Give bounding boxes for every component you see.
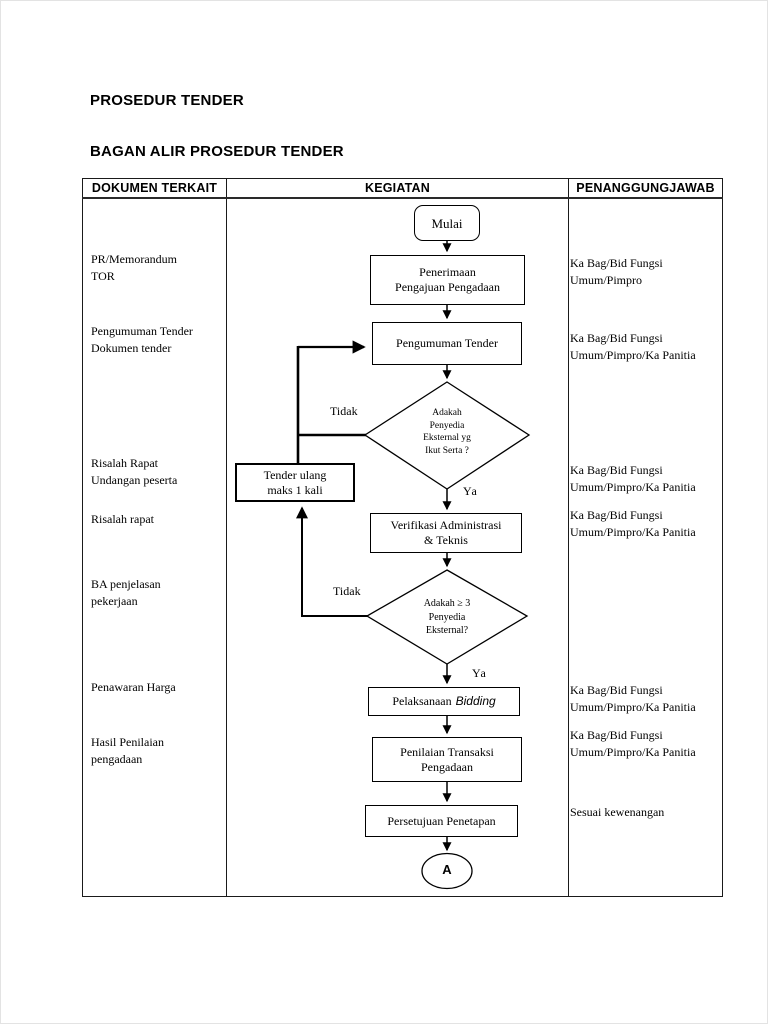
bidding-italic-text: Bidding [455, 694, 496, 708]
document-item: Pengumuman Tender Dokumen tender [91, 324, 193, 355]
flowchart-subtitle: BAGAN ALIR PROSEDUR TENDER [90, 143, 344, 160]
decision1-label: Adakah Penyedia Eksternal yg Ikut Serta … [423, 408, 471, 456]
page-title: PROSEDUR TENDER [90, 92, 244, 109]
table-border [82, 178, 723, 897]
flow-step-verifikasi: Verifikasi Administrasi & Teknis [370, 513, 522, 553]
flow-step-persetujuan-penetapan: Persetujuan Penetapan [365, 805, 518, 837]
table-divider-left [226, 178, 228, 897]
column-header-kegiatan: KEGIATAN [364, 181, 431, 195]
flow-step-tender-ulang: Tender ulang maks 1 kali [235, 463, 355, 502]
decision2-yes-label: Ya [472, 666, 487, 680]
table-header-underline [82, 197, 723, 200]
responsible-item: Ka Bag/Bid Fungsi Umum/Pimpro/Ka Panitia [570, 683, 696, 714]
pelaksanaan-text: Pelaksanaan [392, 694, 452, 708]
flow-start-node: Mulai [414, 205, 480, 241]
responsible-item: Ka Bag/Bid Fungsi Umum/Pimpro/Ka Panitia [570, 463, 696, 494]
responsible-item: Ka Bag/Bid Fungsi Umum/Pimpro/Ka Panitia [570, 331, 696, 362]
document-item: Hasil Penilaian pengadaan [91, 735, 164, 766]
flow-step-penilaian-transaksi: Penilaian Transaksi Pengadaan [372, 737, 522, 782]
document-item: BA penjelasan pekerjaan [91, 577, 161, 608]
document-item: Risalah Rapat Undangan peserta [91, 456, 178, 487]
document-item: PR/Memorandum TOR [91, 252, 177, 283]
responsible-item: Sesuai kewenangan [570, 805, 665, 819]
decision2-no-label: Tidak [333, 584, 361, 598]
connector-a-label: A [442, 862, 452, 877]
document-item: Risalah rapat [91, 512, 154, 526]
decision1-no-label: Tidak [330, 404, 358, 418]
column-header-penanggungjawab: PENANGGUNGJAWAB [576, 181, 715, 195]
table-divider-right [568, 178, 570, 897]
responsible-item: Ka Bag/Bid Fungsi Umum/Pimpro/Ka Panitia [570, 508, 696, 539]
decision2-label: Adakah ≥ 3 Penyedia Eksternal? [423, 598, 471, 636]
flow-step-pengumuman-tender: Pengumuman Tender [372, 322, 522, 365]
flow-step-penerimaan-pengajuan: Penerimaan Pengajuan Pengadaan [370, 255, 525, 305]
decision1-yes-label: Ya [463, 484, 478, 498]
responsible-item: Ka Bag/Bid Fungsi Umum/Pimpro [570, 256, 663, 287]
responsible-item: Ka Bag/Bid Fungsi Umum/Pimpro/Ka Panitia [570, 728, 696, 759]
document-item: Penawaran Harga [91, 680, 176, 694]
column-header-dokumen-terkait: DOKUMEN TERKAIT [91, 181, 218, 195]
